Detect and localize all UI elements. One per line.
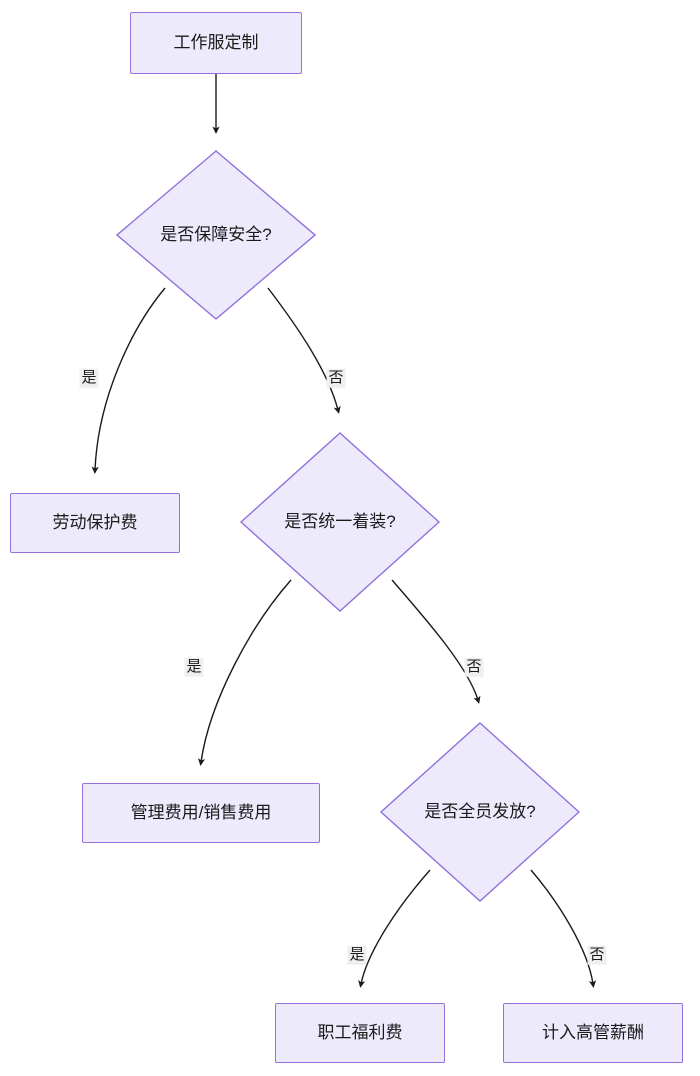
node-label: 计入高管薪酬 xyxy=(542,1022,644,1042)
decision-node-d2[interactable]: 是否统一着装? xyxy=(240,432,440,612)
diamond-shape xyxy=(380,722,580,902)
node-label: 是否保障安全? xyxy=(160,224,272,244)
edge-label-e-d1-d2: 否 xyxy=(326,368,346,388)
decision-node-d3[interactable]: 是否全员发放? xyxy=(380,722,580,902)
edge-e-d3-exec xyxy=(530,869,597,988)
node-label: 管理费用/销售费用 xyxy=(130,802,272,822)
node-label: 是否全员发放? xyxy=(424,801,536,821)
process-node-n_labor[interactable]: 劳动保护费 xyxy=(10,493,180,553)
edge-label-e-d2-admin: 是 xyxy=(184,657,204,677)
edge-e-d2-admin xyxy=(197,579,292,766)
node-label: 劳动保护费 xyxy=(52,512,138,532)
edge-e-d3-welfare xyxy=(358,869,431,988)
edge-label-e-d2-d3: 否 xyxy=(464,657,484,677)
process-node-n_welfare[interactable]: 职工福利费 xyxy=(275,1003,445,1063)
edge-label-e-d1-labor: 是 xyxy=(79,368,99,388)
decision-node-d1[interactable]: 是否保障安全? xyxy=(116,150,316,320)
edge-e-d1-d2 xyxy=(267,287,341,414)
edge-label-e-d3-welfare: 是 xyxy=(347,945,367,965)
node-label: 职工福利费 xyxy=(317,1022,403,1042)
process-node-n_admin[interactable]: 管理费用/销售费用 xyxy=(82,783,320,843)
diamond-shape xyxy=(240,432,440,612)
edge-e-d1-labor xyxy=(91,287,166,474)
process-node-n_exec[interactable]: 计入高管薪酬 xyxy=(503,1003,683,1063)
diamond-shape xyxy=(116,150,316,320)
node-label: 是否统一着装? xyxy=(284,511,396,531)
edge-label-e-d3-exec: 否 xyxy=(587,945,607,965)
node-label: 工作服定制 xyxy=(173,32,259,52)
process-node-start[interactable]: 工作服定制 xyxy=(130,12,302,74)
edge-e-d2-d3 xyxy=(391,579,481,704)
